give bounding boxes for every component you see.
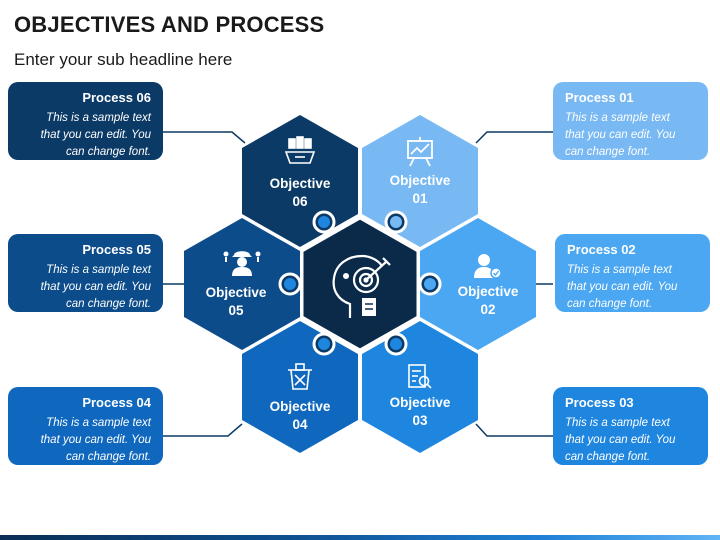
objective-02-label-line2: 02	[480, 302, 495, 317]
worker-ideas-icon	[223, 251, 261, 276]
process-01-text-line: can change font.	[565, 146, 651, 158]
process-03-text: This is a sample text that you can edit.…	[565, 415, 696, 466]
objective-06-label-line2: 06	[292, 194, 308, 209]
process-05-text-line: can change font.	[65, 298, 151, 310]
objective-04-label-line2: 04	[292, 417, 308, 432]
process-05-text-line: that you can edit. You	[40, 281, 151, 293]
user-check-icon	[474, 254, 502, 279]
hexagon-objective-04	[242, 321, 358, 453]
objective-04-label-line1: Objective	[270, 399, 331, 414]
process-06-text-line: This is a sample text	[46, 112, 151, 124]
process-05-text: This is a sample text that you can edit.…	[20, 262, 151, 313]
process-02-text-line: This is a sample text	[567, 264, 672, 276]
page-title: OBJECTIVES AND PROCESS	[14, 12, 325, 37]
process-04-box: Process 04 This is a sample text that yo…	[8, 387, 163, 465]
objective-02-label-line1: Objective	[458, 284, 519, 299]
objective-01-label-line1: Objective	[390, 173, 451, 188]
process-04-text-line: can change font.	[65, 451, 151, 463]
objective-05-label-line1: Objective	[206, 285, 267, 300]
trash-documents-icon	[288, 363, 312, 390]
footer-gradient-bar	[0, 535, 720, 540]
presentation-chart-icon	[407, 137, 433, 167]
process-01-box: Process 01 This is a sample text that yo…	[553, 82, 708, 160]
objective-03-label-line2: 03	[412, 413, 428, 428]
process-04-text: This is a sample text that you can edit.…	[20, 415, 151, 466]
process-03-text-line: This is a sample text	[565, 417, 670, 429]
connector-04	[163, 423, 243, 437]
documents-box-icon	[284, 136, 316, 164]
checklist-search-icon	[408, 364, 432, 389]
connector-01	[475, 131, 553, 144]
process-05-box: Process 05 This is a sample text that yo…	[8, 234, 163, 312]
process-02-text-line: that you can edit. You	[567, 281, 678, 293]
process-04-text-line: This is a sample text	[46, 417, 151, 429]
process-03-text-line: that you can edit. You	[565, 434, 676, 446]
connector-06	[163, 131, 246, 144]
hexagon-objective-02	[420, 218, 536, 350]
hexagon-center	[300, 216, 420, 352]
process-01-text: This is a sample text that you can edit.…	[565, 110, 696, 161]
hexagon-objective-05	[184, 218, 300, 350]
connector-03	[475, 423, 553, 437]
process-05-title: Process 05	[82, 242, 151, 257]
connector-dots	[278, 210, 442, 356]
objective-03-label-line1: Objective	[390, 395, 451, 410]
process-06-title: Process 06	[82, 90, 151, 105]
objective-05-label-line2: 05	[228, 303, 244, 318]
head-target-icon	[332, 254, 391, 318]
process-03-text-line: can change font.	[565, 451, 651, 463]
objective-01-label-line2: 01	[412, 191, 428, 206]
page-subtitle: Enter your sub headline here	[14, 50, 233, 69]
process-06-text-line: can change font.	[65, 146, 151, 158]
objective-06-label-line1: Objective	[270, 176, 331, 191]
process-01-text-line: This is a sample text	[565, 112, 670, 124]
process-02-text: This is a sample text that you can edit.…	[567, 262, 698, 313]
process-06-box: Process 06 This is a sample text that yo…	[8, 82, 163, 160]
process-03-box: Process 03 This is a sample text that yo…	[553, 387, 708, 465]
process-04-text-line: that you can edit. You	[40, 434, 151, 446]
process-04-title: Process 04	[82, 395, 151, 410]
process-02-text-line: can change font.	[567, 298, 653, 310]
process-03-title: Process 03	[565, 395, 634, 410]
process-02-box: Process 02 This is a sample text that yo…	[555, 234, 710, 312]
process-06-text-line: that you can edit. You	[40, 129, 151, 141]
process-06-text: This is a sample text that you can edit.…	[20, 110, 151, 161]
process-01-title: Process 01	[565, 90, 634, 105]
process-05-text-line: This is a sample text	[46, 264, 151, 276]
process-01-text-line: that you can edit. You	[565, 129, 676, 141]
process-02-title: Process 02	[567, 242, 636, 257]
